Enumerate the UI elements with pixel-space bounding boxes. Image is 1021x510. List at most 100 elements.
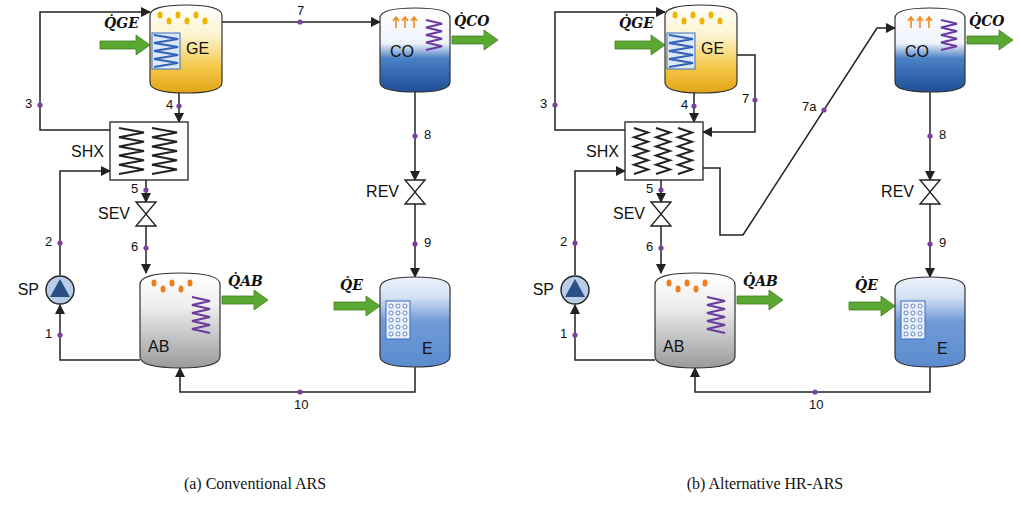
evaporator-vessel: E	[895, 277, 965, 367]
vapour-arrow	[926, 17, 932, 28]
generator-vessel: GE	[665, 5, 737, 93]
absorber-vessel: AB	[140, 273, 220, 368]
vessel-outline	[380, 8, 450, 92]
droplet	[694, 286, 699, 293]
droplet	[188, 280, 193, 287]
stream-line	[691, 93, 696, 122]
droplet	[709, 12, 714, 19]
component-label: GE	[701, 41, 724, 57]
state-point	[412, 241, 417, 246]
vessel-outline	[655, 273, 735, 368]
node-shape	[110, 122, 188, 180]
stream-connector	[695, 367, 930, 392]
bubble	[904, 332, 908, 336]
node-shape	[920, 180, 940, 204]
node-shape	[45, 275, 75, 305]
state-number: 7a	[801, 100, 817, 113]
heat-exchanger: SHX	[625, 122, 703, 180]
expansion-valve: REV	[405, 180, 425, 204]
evaporator-vessel: E	[380, 277, 450, 367]
bubble	[911, 332, 915, 336]
state-number: 2	[559, 235, 568, 248]
heat-arrows	[100, 30, 1013, 316]
heat-rate-label: Q̇E	[340, 278, 363, 292]
bubble	[389, 304, 393, 308]
component-label: GE	[186, 41, 209, 57]
state-number: 4	[680, 98, 689, 111]
exchanger-outline	[110, 122, 188, 180]
panel-caption: (a) Conventional ARS	[0, 474, 510, 493]
heat-rate-label: Q̇E	[855, 278, 878, 292]
stream-line	[57, 171, 110, 275]
bubble	[911, 325, 915, 329]
state-number: 6	[645, 240, 654, 253]
heat-rate-label: Q̇CO	[969, 14, 1005, 28]
state-number: 3	[539, 97, 548, 110]
component-label: SP	[533, 282, 554, 298]
state-number: 5	[645, 182, 654, 195]
solution-pump: SP	[560, 275, 590, 305]
coil	[669, 35, 693, 67]
heat-rate-label: Q̇AB	[743, 274, 778, 288]
stream-connector	[180, 367, 415, 392]
bubble	[403, 311, 407, 315]
stream-connector	[40, 12, 150, 130]
bubble	[396, 332, 400, 336]
stream-line	[658, 226, 663, 273]
droplet	[203, 18, 208, 25]
state-number: 6	[130, 240, 139, 253]
stream-line	[572, 171, 625, 275]
state-point	[572, 332, 577, 337]
node-shape	[895, 277, 965, 367]
state-point	[412, 133, 417, 138]
heat-rate-label: Q̇CO	[454, 14, 490, 28]
bubble	[918, 311, 922, 315]
bubble	[389, 332, 393, 336]
stream-line	[572, 305, 655, 360]
heat-flow-arrow	[100, 35, 150, 55]
bubble	[389, 318, 393, 322]
heat-rate-label: Q̇GE	[619, 16, 654, 30]
generator-vessel: GE	[150, 5, 222, 93]
bubble	[911, 304, 915, 308]
component-label: SEV	[613, 206, 645, 222]
vessel-outline	[665, 5, 737, 93]
vessel-outline	[380, 277, 450, 367]
node-shape	[651, 202, 671, 226]
panel-caption: (b) Alternative HR-ARS	[510, 474, 1020, 493]
stream-line	[176, 93, 181, 122]
state-point	[821, 107, 826, 112]
droplet	[667, 280, 672, 287]
state-point	[572, 240, 577, 245]
component-label: AB	[148, 339, 169, 355]
stream-connector	[555, 12, 665, 130]
valve-symbol	[920, 180, 940, 204]
bubble	[904, 325, 908, 329]
droplet	[700, 18, 705, 25]
pump-symbol	[46, 276, 74, 304]
node-shape	[405, 180, 425, 204]
pump-triangle	[565, 279, 585, 297]
state-number: 10	[293, 398, 309, 411]
heat-flow-arrow	[615, 35, 665, 55]
heat-flow-arrow	[222, 290, 268, 310]
bubble	[918, 332, 922, 336]
state-number: 2	[44, 235, 53, 248]
vessel-outline	[150, 5, 222, 93]
heat-flow-arrow	[452, 30, 498, 50]
coil-box	[901, 301, 925, 339]
component-label: SHX	[586, 144, 619, 160]
bubble	[904, 311, 908, 315]
heat-flow-arrow	[849, 296, 895, 316]
coil	[426, 20, 442, 50]
droplet	[176, 12, 181, 19]
node-shape	[380, 277, 450, 367]
heat-flow-arrow	[967, 30, 1013, 50]
bubble	[911, 318, 915, 322]
component-label: E	[937, 341, 948, 357]
state-point	[143, 187, 148, 192]
stream-line	[695, 367, 930, 395]
coil	[707, 297, 725, 333]
bubble	[389, 311, 393, 315]
